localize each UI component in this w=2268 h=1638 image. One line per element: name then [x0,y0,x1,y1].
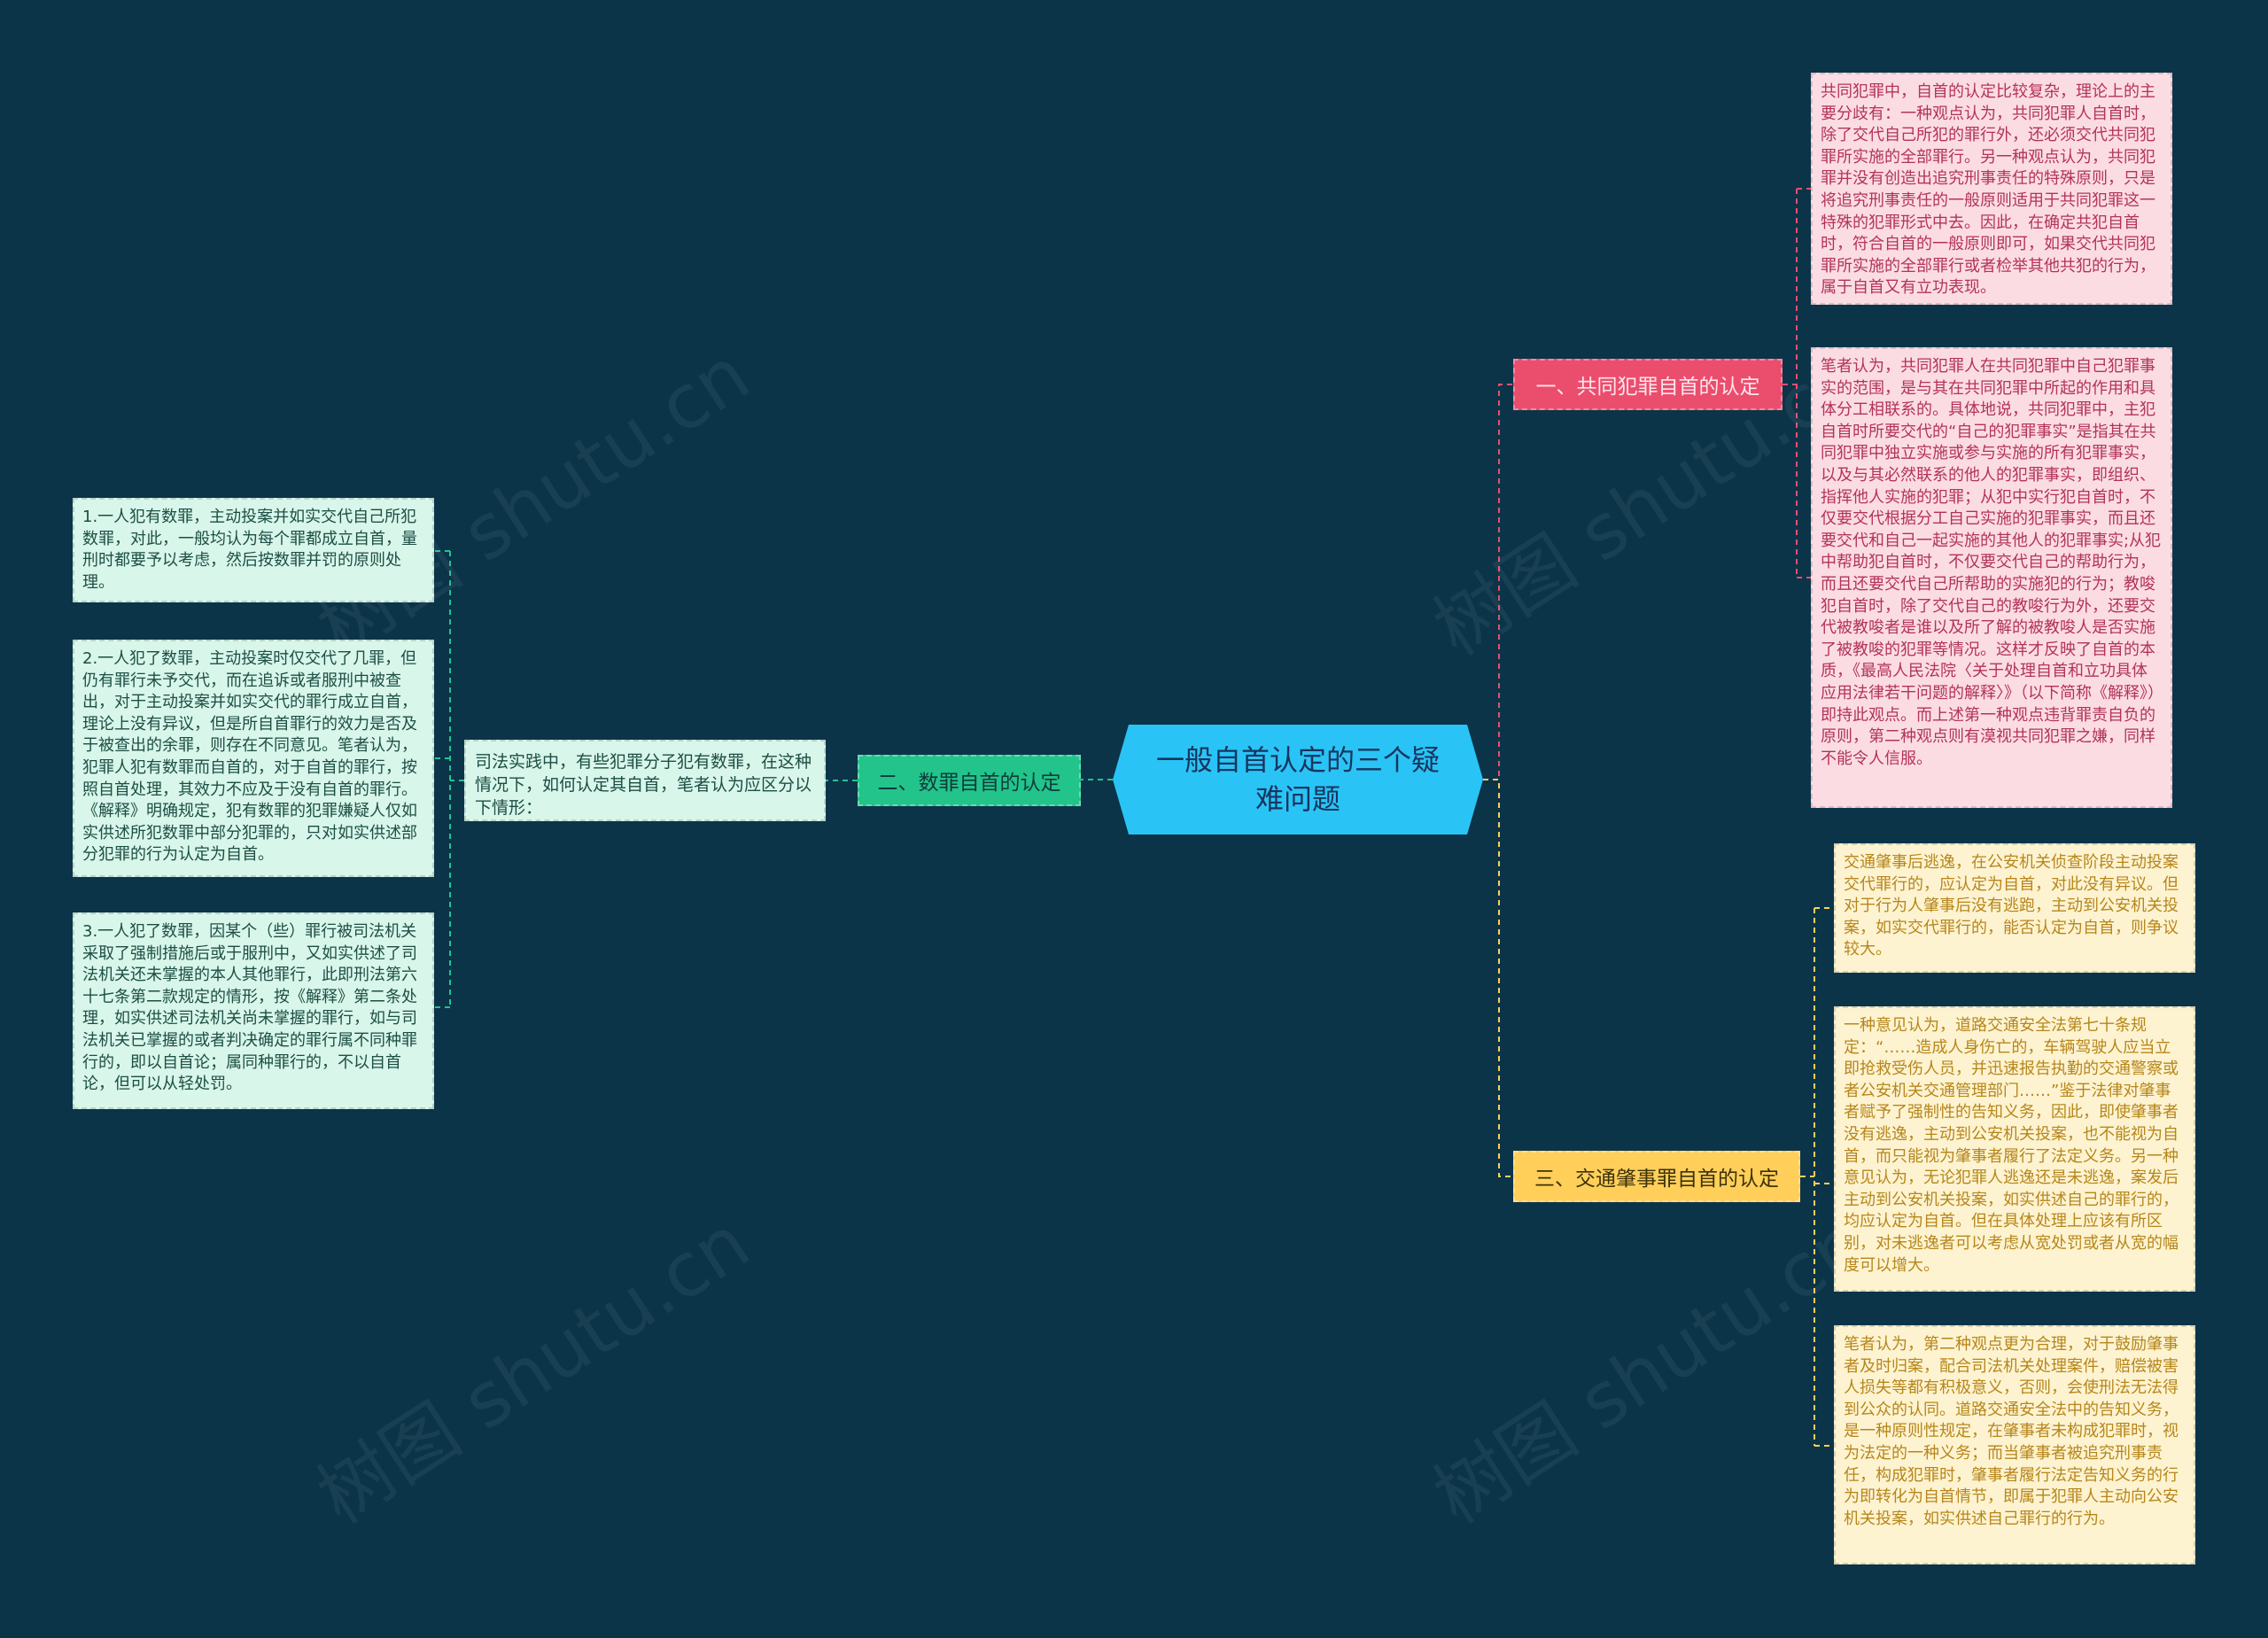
leaf-topic[interactable]: 3.一人犯了数罪，因某个（些）罪行被司法机关采取了强制措施后或于服刑中，又如实供… [73,912,434,1109]
connector-b1-leaves [1783,188,1811,578]
leaf-topic[interactable]: 2.一人犯了数罪，主动投案时仅交代了几罪，但仍有罪行未予交代，而在追诉或者服刑中… [73,640,434,877]
branch-topic-multiple-crimes[interactable]: 二、数罪自首的认定 [858,755,1081,806]
connector-root-b3 [1483,779,1513,1177]
root-topic-label: 一般自首认定的三个疑难问题 [1155,743,1440,816]
leaf-topic[interactable]: 共同犯罪中，自首的认定比较复杂，理论上的主要分歧有：一种观点认为，共同犯罪人自首… [1811,73,2172,305]
connector-mid-leaves [434,550,464,1008]
root-topic[interactable]: 一般自首认定的三个疑难问题 [1113,725,1483,835]
branch-topic-joint-crime[interactable]: 一、共同犯罪自首的认定 [1513,359,1783,410]
leaf-topic-text: 3.一人犯了数罪，因某个（些）罪行被司法机关采取了强制措施后或于服刑中，又如实供… [82,922,417,1094]
leaf-topic[interactable]: 笔者认为，共同犯罪人在共同犯罪中自己犯罪事实的范围，是与其在共同犯罪中所起的作用… [1811,347,2172,808]
branch-topic-label: 一、共同犯罪自首的认定 [1535,376,1760,399]
leaf-topic-text: 2.一人犯了数罪，主动投案时仅交代了几罪，但仍有罪行未予交代，而在追诉或者服刑中… [82,649,417,865]
connector-root-b1 [1483,384,1513,780]
leaf-topic-text: 共同犯罪中，自首的认定比较复杂，理论上的主要分歧有：一种观点认为，共同犯罪人自首… [1821,82,2155,298]
sub-topic-text: 司法实践中，有些犯罪分子犯有数罪，在这种情况下，如何认定其自首，笔者认为应区分以… [475,752,812,818]
leaf-topic-text: 1.一人犯有数罪，主动投案并如实交代自己所犯数罪，对此，一般均认为每个罪都成立自… [82,508,417,592]
connector-b3-leaves [1800,907,1834,1447]
branch-topic-label: 三、交通肇事罪自首的认定 [1534,1168,1779,1191]
sub-topic-judicial-practice[interactable]: 司法实践中，有些犯罪分子犯有数罪，在这种情况下，如何认定其自首，笔者认为应区分以… [464,740,826,821]
branch-topic-label: 二、数罪自首的认定 [877,772,1061,795]
leaf-topic-text: 笔者认为，第二种观点更为合理，对于鼓励肇事者及时归案，配合司法机关处理案件，赔偿… [1844,1335,2179,1528]
leaf-topic-text: 交通肇事后逃逸，在公安机关侦查阶段主动投案交代罪行的，应认定为自首，对此没有异议… [1844,853,2179,959]
leaf-topic[interactable]: 1.一人犯有数罪，主动投案并如实交代自己所犯数罪，对此，一般均认为每个罪都成立自… [73,498,434,602]
leaf-topic[interactable]: 一种意见认为，道路交通安全法第七十条规定：“……造成人身伤亡的，车辆驾驶人应当立… [1834,1006,2195,1292]
leaf-topic[interactable]: 笔者认为，第二种观点更为合理，对于鼓励肇事者及时归案，配合司法机关处理案件，赔偿… [1834,1325,2195,1564]
branch-topic-traffic-accident[interactable]: 三、交通肇事罪自首的认定 [1513,1151,1800,1202]
leaf-topic-text: 笔者认为，共同犯罪人在共同犯罪中自己犯罪事实的范围，是与其在共同犯罪中所起的作用… [1821,357,2162,768]
leaf-topic-text: 一种意见认为，道路交通安全法第七十条规定：“……造成人身伤亡的，车辆驾驶人应当立… [1844,1016,2179,1275]
leaf-topic[interactable]: 交通肇事后逃逸，在公安机关侦查阶段主动投案交代罪行的，应认定为自首，对此没有异议… [1834,843,2195,973]
